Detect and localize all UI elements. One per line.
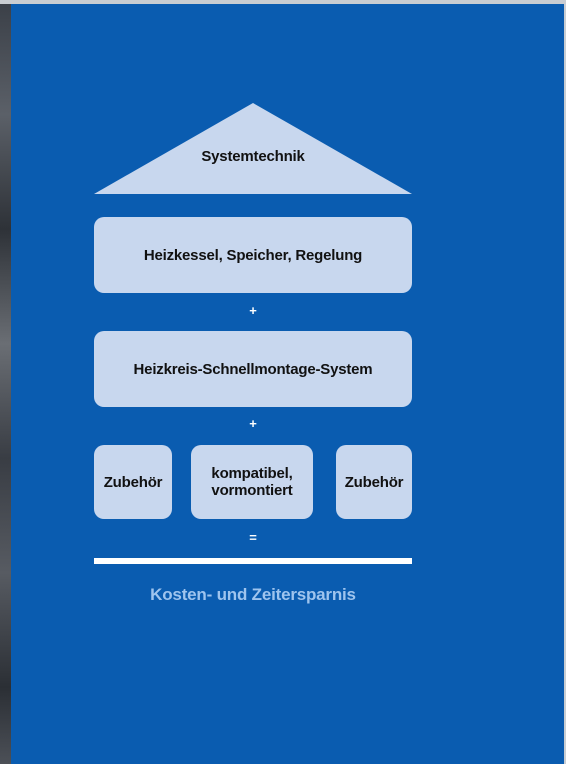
box-heating-components: Heizkessel, Speicher, Regelung	[94, 217, 412, 293]
top-border	[0, 0, 566, 4]
plus-operator-2: +	[249, 416, 257, 431]
plus-operator-1: +	[249, 303, 257, 318]
result-label: Kosten- und Zeitersparnis	[150, 585, 356, 604]
box-accessories-left: Zubehör	[94, 445, 172, 519]
roof-shape	[94, 103, 412, 194]
box-accessories-right: Zubehör	[336, 445, 412, 519]
sum-line	[94, 558, 412, 564]
box-compatible-premounted: kompatibel, vormontiert	[191, 445, 313, 519]
left-photo-edge	[0, 0, 11, 764]
box-quick-mount-system: Heizkreis-Schnellmontage-System	[94, 331, 412, 407]
equals-operator: =	[249, 530, 257, 545]
right-border	[564, 0, 566, 764]
roof-label: Systemtechnik	[201, 148, 305, 165]
